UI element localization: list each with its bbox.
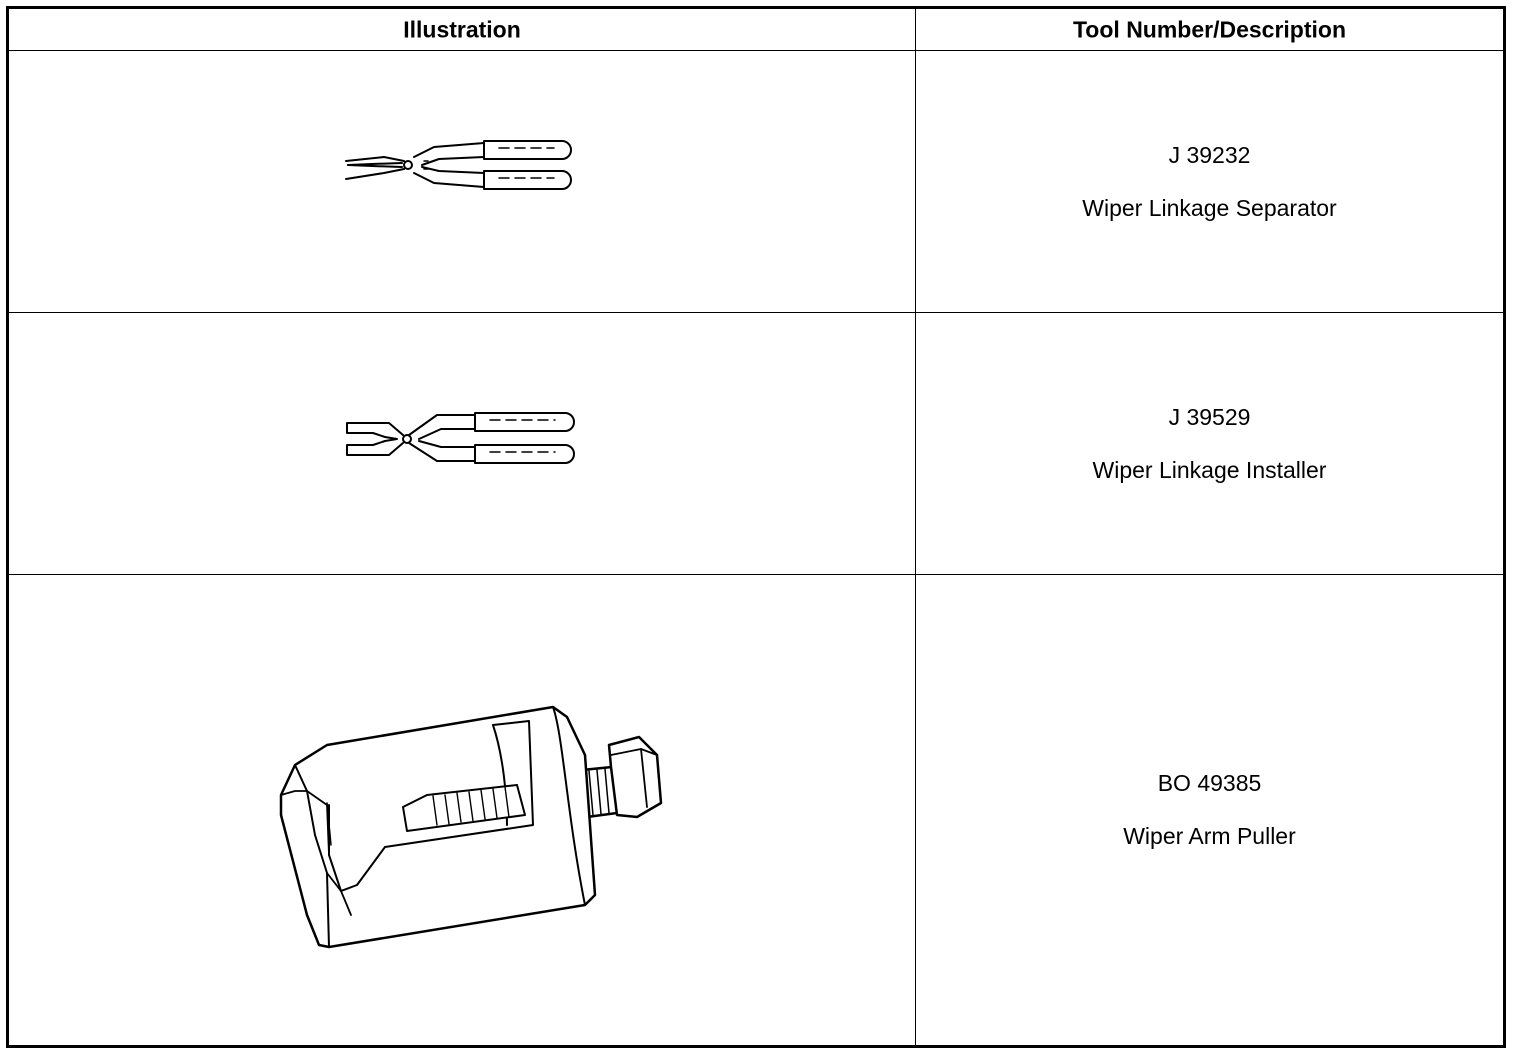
tool-number: J 39232: [1168, 141, 1251, 168]
description-cell: J 39529 Wiper Linkage Installer: [916, 313, 1503, 574]
header-cell-illustration: Illustration: [9, 9, 916, 50]
wiper-arm-puller-icon: [279, 705, 663, 949]
table-row: J 39529 Wiper Linkage Installer: [9, 313, 1503, 575]
tool-number: J 39529: [1168, 403, 1251, 430]
tool-description: Wiper Linkage Installer: [1092, 456, 1327, 483]
header-description: Tool Number/Description: [1072, 16, 1347, 42]
pliers-installer-icon: [346, 412, 575, 464]
table-row: J 39232 Wiper Linkage Separator: [9, 51, 1503, 313]
header-cell-description: Tool Number/Description: [916, 9, 1503, 50]
tool-description: Wiper Linkage Separator: [1082, 194, 1337, 221]
description-cell: J 39232 Wiper Linkage Separator: [916, 51, 1503, 312]
tool-table: Illustration Tool Number/Description: [6, 6, 1506, 1048]
pliers-separator-icon: [345, 140, 572, 190]
header-illustration: Illustration: [403, 16, 521, 42]
illustration-cell: [9, 313, 916, 574]
description-cell: BO 49385 Wiper Arm Puller: [916, 575, 1503, 1045]
table-row: BO 49385 Wiper Arm Puller: [9, 575, 1503, 1045]
illustration-cell: [9, 575, 916, 1045]
tool-description: Wiper Arm Puller: [1123, 823, 1296, 849]
illustration-cell: [9, 51, 916, 312]
tool-number: BO 49385: [1157, 770, 1262, 796]
table-header-row: Illustration Tool Number/Description: [9, 9, 1503, 51]
